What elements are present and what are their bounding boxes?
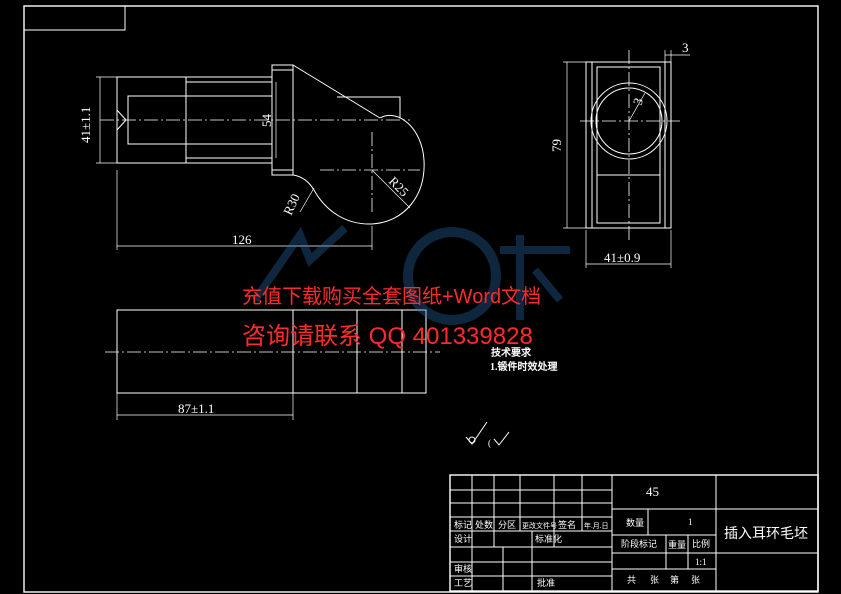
title-block [449,474,819,592]
tb-date-label: 年.月.日 [584,521,609,530]
tb-sign-label: 签名 [558,519,576,530]
bottom-view [105,309,440,420]
watermark-line1: 充值下载购买全套图纸+Word文档 [242,285,541,308]
dim-height-54: 54 [259,114,274,128]
dim-width-41b: 41±0.9 [604,250,640,265]
tb-standard-label: 标准化 [535,533,562,544]
tb-weight-label: 重量 [668,539,686,550]
drawing-frame [23,5,819,593]
watermark-logo [251,225,570,325]
tb-quantity-label: 数量 [626,517,644,528]
tb-process-label: 工艺 [454,578,472,588]
tb-count-label: 处数 [475,519,493,530]
dim-length-126: 126 [232,232,252,247]
tb-scale-value: 1:1 [695,557,707,567]
dim-width-41: 41±1.1 [78,107,93,143]
dim-height-79: 79 [549,139,564,152]
tb-zone-label: 分区 [498,520,516,530]
tb-part-name: 插入耳环毛坯 [724,526,808,542]
tech-req-item-1: 1.锻件时效处理 [490,360,558,373]
tb-stage-label: 阶段标记 [621,538,657,549]
tb-page-label: 第 [670,574,679,585]
watermark-line2: 咨询请联系 QQ 401339828 [242,323,533,350]
dim-radius-25: R25 [386,174,412,200]
side-view [563,50,690,268]
roughness-symbol: ( [465,421,510,448]
tb-design-label: 设计 [454,533,472,544]
tb-quantity-value: 1 [688,517,693,527]
tb-page-sheet-label: 张 [691,575,700,585]
tb-scale-label: 比例 [692,538,710,549]
tb-review-label: 审核 [454,563,472,574]
svg-text:(: ( [488,438,491,448]
dim-radius-30: R30 [280,191,303,217]
tech-req-title: 技术要求 [491,346,532,359]
tb-sheets-label: 共 [627,575,636,585]
tb-material: 45 [646,484,659,499]
tb-sheet-label: 张 [650,575,659,585]
dim-wall-3: 3 [682,40,689,55]
corner-label-box [23,5,126,31]
dim-length-87: 87±1.1 [178,401,214,416]
tb-mark-label: 标记 [454,519,472,530]
dim-radius-3: 3 [630,96,646,107]
front-view [96,64,425,250]
tb-approve-label: 批准 [537,577,555,588]
tb-change-doc-label: 更改文件号 [522,521,557,530]
